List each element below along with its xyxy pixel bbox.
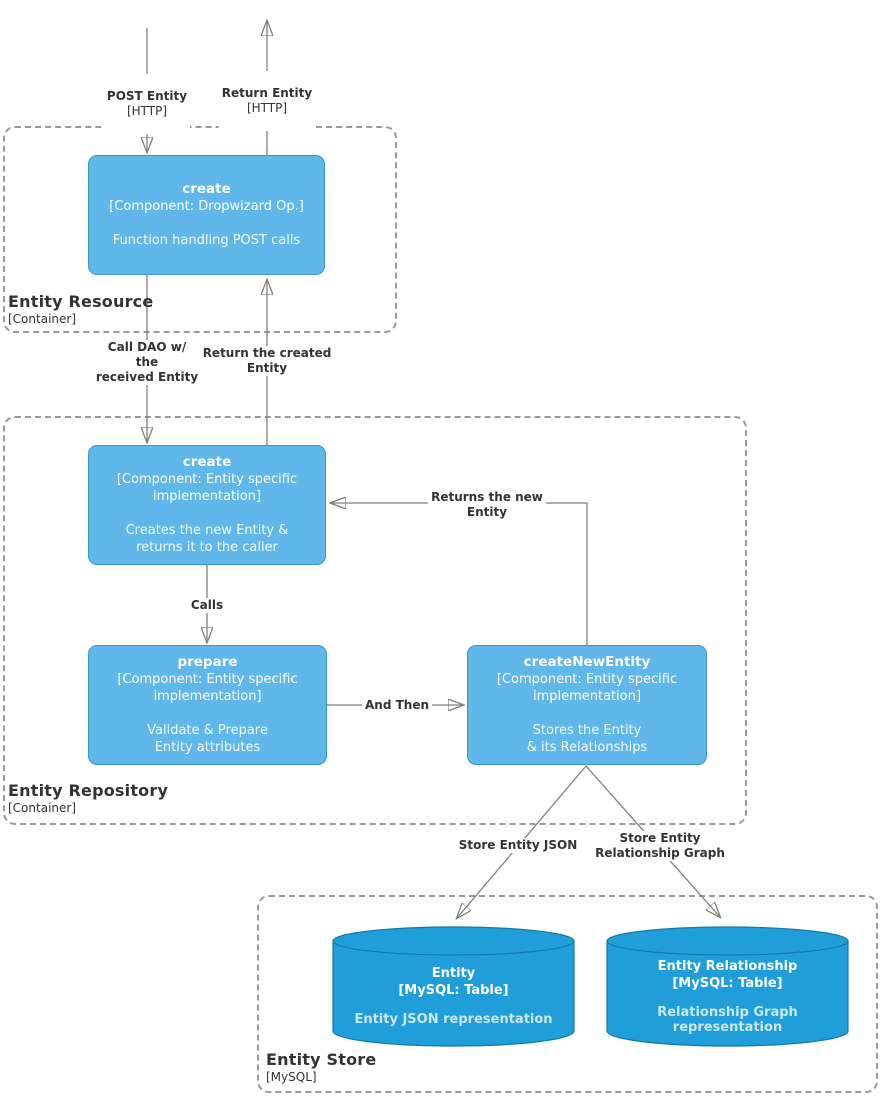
node-tech: [Component: Entity specific implementati… — [117, 672, 298, 704]
node-entity-relationship-table: Entity Relationship [MySQL: Table] Relat… — [606, 926, 849, 1048]
entity-store-label: Entity Store [MySQL] — [266, 1050, 376, 1084]
entity-repository-title: Entity Repository — [8, 781, 169, 800]
node-prepare: prepare [Component: Entity specific impl… — [88, 645, 327, 765]
node-entity-table: Entity [MySQL: Table] Entity JSON repres… — [332, 926, 575, 1048]
label-and-then: And Then — [361, 698, 433, 713]
node-tech: [MySQL: Table] — [672, 975, 783, 991]
label-returns-new-entity: Returns the new Entity — [428, 490, 546, 520]
node-tech: [Component: Entity specific implementati… — [116, 472, 298, 504]
label-post-entity: POST Entity [HTTP] — [103, 74, 191, 134]
entity-resource-title: Entity Resource — [8, 292, 154, 311]
entity-resource-label: Entity Resource [Container] — [8, 292, 153, 326]
node-title: Entity Relationship — [657, 958, 798, 974]
entity-repository-label: Entity Repository [Container] — [8, 781, 168, 815]
label-text: POST Entity — [106, 89, 188, 103]
label-calls: Calls — [187, 598, 227, 613]
label-text: Return Entity — [221, 86, 313, 100]
container-entity-repository — [3, 416, 747, 825]
node-title: create — [182, 181, 231, 197]
node-title: create — [182, 454, 232, 470]
database-cylinder-icon — [606, 926, 849, 1047]
node-resource-create: create [Component: Dropwizard Op.] Funct… — [88, 155, 325, 275]
node-desc: Validate & Prepare Entity attributes — [147, 723, 268, 755]
node-desc: Function handling POST calls — [112, 233, 301, 248]
label-protocol: [HTTP] — [246, 101, 288, 115]
node-text: Entity Relationship [MySQL: Table] Relat… — [606, 926, 849, 1048]
node-desc: Entity JSON representation — [354, 1012, 553, 1027]
entity-store-title: Entity Store — [266, 1050, 377, 1069]
container-entity-resource — [3, 126, 397, 333]
label-protocol: [HTTP] — [126, 104, 168, 118]
label-store-relationship-graph: Store Entity Relationship Graph — [592, 831, 728, 861]
label-return-created: Return the created Entity — [199, 346, 335, 376]
node-title: Entity — [431, 966, 476, 981]
node-desc: Relationship Graph representation — [657, 1004, 798, 1035]
node-create-new-entity: createNewEntity [Component: Entity speci… — [467, 645, 707, 765]
entity-resource-subtitle: [Container] — [8, 312, 77, 326]
label-call-dao: Call DAO w/ the received Entity — [92, 340, 202, 385]
node-text: Entity [MySQL: Table] Entity JSON repres… — [332, 926, 575, 1048]
node-tech: [MySQL: Table] — [398, 983, 509, 998]
node-title: prepare — [177, 654, 238, 670]
node-desc: Stores the Entity & its Relationships — [526, 723, 648, 755]
entity-repository-subtitle: [Container] — [8, 801, 77, 815]
node-repo-create: create [Component: Entity specific imple… — [88, 445, 326, 565]
node-tech: [Component: Dropwizard Op.] — [109, 199, 304, 214]
label-return-entity: Return Entity [HTTP] — [218, 71, 316, 131]
node-title: createNewEntity — [523, 654, 651, 670]
node-tech: [Component: Entity specific implementati… — [496, 672, 678, 704]
node-desc: Creates the new Entity & returns it to t… — [125, 523, 289, 555]
label-store-entity-json: Store Entity JSON — [455, 838, 581, 853]
database-cylinder-icon — [332, 926, 575, 1047]
entity-store-subtitle: [MySQL] — [266, 1070, 317, 1084]
